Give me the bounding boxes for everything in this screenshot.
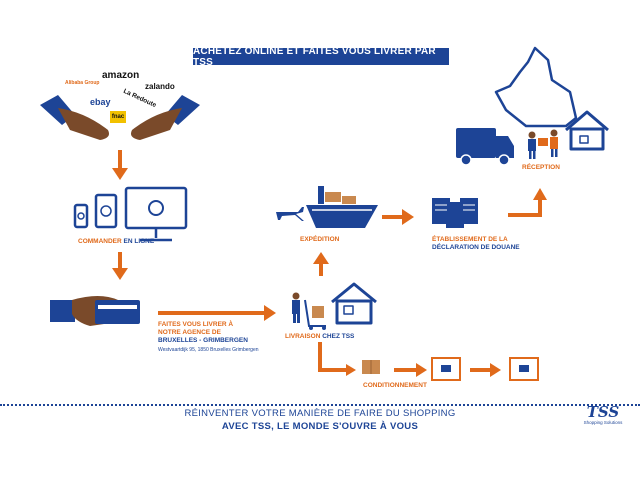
tagline-2: AVEC TSS, LE MONDE S'OUVRE À VOUS <box>221 421 419 432</box>
arrow-right-livraison <box>158 305 276 321</box>
header-banner: ACHETEZ ONLINE ET FAITES VOUS LIVRER PAR… <box>193 46 449 68</box>
tagline-1: RÉINVENTER VOTRE MANIÈRE DE FAIRE DU SHO… <box>184 408 456 419</box>
label-expedition: EXPÉDITION <box>300 236 340 243</box>
devices-icon <box>73 186 188 242</box>
arrow-right-douane <box>382 209 414 225</box>
brand-alibaba: Alibaba Group <box>65 80 100 86</box>
brand-zalando: zalando <box>145 82 175 91</box>
logo-sub: Shopping Solutions <box>583 420 623 425</box>
box-icon-1 <box>362 360 380 374</box>
label-commander: COMMANDER EN LIGNE <box>78 238 155 245</box>
box-icon-2 <box>431 357 461 381</box>
arrow-conditionnement <box>318 342 356 376</box>
left-hand-icon <box>40 95 109 140</box>
logo-mark: TSS <box>586 403 620 421</box>
people-icon <box>528 129 558 159</box>
arrow-down-2 <box>112 252 128 280</box>
label-livraison: LIVRAISON CHEZ TSS <box>285 333 355 340</box>
truck-icon <box>456 128 514 166</box>
brand-ebay: ebay <box>90 97 111 107</box>
arrow-up-expedition <box>313 252 329 276</box>
documents-icon <box>432 198 478 228</box>
ship-icon <box>306 186 378 228</box>
label-address: Westvaartdijk 95, 1850 Bruxelles Grimber… <box>158 347 259 353</box>
arrow-cond-2 <box>394 363 427 377</box>
brand-fnac: fnac <box>110 111 126 123</box>
box-icon-3 <box>509 357 539 381</box>
tss-logo: TSS Shopping Solutions <box>583 404 623 425</box>
worker-icon <box>292 292 326 330</box>
label-reception: RÉCEPTION <box>522 164 560 171</box>
map-icon <box>494 46 578 128</box>
plane-icon <box>276 207 304 221</box>
divider <box>0 404 640 406</box>
label-livrer: FAITES VOUS LIVRER À NOTRE AGENCE DE BRU… <box>158 321 248 344</box>
credit-card-icon <box>50 296 140 326</box>
arrow-cond-3 <box>470 363 501 377</box>
arrow-reception <box>508 188 547 217</box>
label-douane: ÉTABLISSEMENT DE LA DÉCLARATION DE DOUAN… <box>432 236 520 251</box>
house-icon-livraison <box>331 282 377 325</box>
arrow-down-1 <box>112 150 128 180</box>
right-hand-icon <box>131 95 200 140</box>
house-icon-reception <box>565 110 609 151</box>
label-conditionnement: CONDITIONNEMENT <box>363 382 427 389</box>
brand-amazon: amazon <box>102 70 140 81</box>
